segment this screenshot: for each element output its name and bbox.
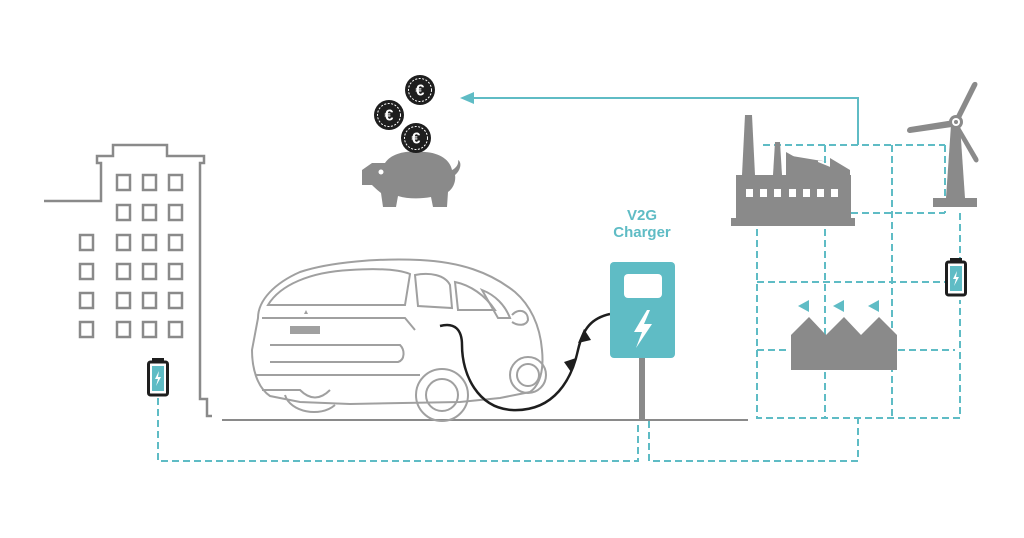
flag-icons [798, 300, 879, 312]
piggy-bank-icon [362, 151, 461, 207]
electric-suv-icon [250, 258, 547, 422]
bidirectional-arrow-icon [564, 329, 591, 372]
front-wheel [509, 356, 547, 394]
euro-coin-icon: € [405, 75, 435, 105]
money-flow-arrow [460, 92, 859, 145]
license-plate [290, 326, 320, 334]
euro-coin-icon: € [401, 123, 431, 153]
building-windows [78, 173, 184, 339]
grid-mesh [756, 144, 961, 419]
charger-screen [624, 274, 662, 298]
office-building-icon [44, 143, 212, 418]
charger-post [639, 358, 645, 420]
dashed-connections [157, 144, 961, 462]
svg-text:€: € [416, 83, 425, 100]
lightning-bolt-icon [634, 310, 652, 348]
battery-icon [147, 358, 169, 397]
euro-coins: € € € [374, 75, 435, 153]
svg-text:€: € [385, 108, 394, 125]
building-to-charger-line [157, 398, 639, 462]
factory-icon [731, 115, 855, 226]
wind-turbine-icon [907, 81, 979, 207]
euro-coin-icon: € [374, 100, 404, 130]
charging-cable [439, 312, 611, 412]
arrow-head-icon [460, 92, 474, 104]
svg-text:€: € [412, 131, 421, 148]
battery-icon [945, 258, 967, 297]
v2g-charger-icon[interactable] [610, 262, 675, 420]
charger-label-line2: Charger [613, 224, 671, 241]
houses-icon [791, 300, 897, 370]
charger-label-line1: V2G [626, 207, 657, 224]
charger-label: V2G Charger [602, 207, 682, 241]
rear-wheel [415, 368, 469, 422]
car-badge-icon [304, 310, 308, 314]
charger-to-grid-line [648, 418, 859, 462]
